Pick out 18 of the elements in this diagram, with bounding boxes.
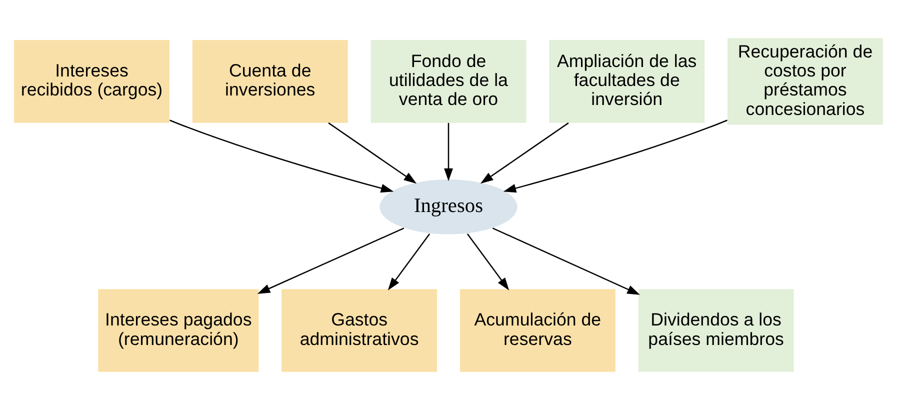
- arrow: [492, 228, 640, 295]
- arrow: [466, 233, 510, 290]
- arrow: [328, 122, 417, 184]
- node-box: Recuperación de costos por préstamos concesionarios: [728, 38, 883, 125]
- node-box: Intereses pagados (remuneración): [98, 289, 259, 372]
- node-box: Intereses recibidos (cargos): [14, 40, 170, 123]
- arrow: [170, 120, 394, 193]
- arrow: [503, 120, 728, 193]
- node-box: Dividendos a los países miembros: [638, 289, 794, 372]
- arrow: [257, 228, 404, 294]
- arrow: [480, 122, 569, 184]
- node-box: Acumulación de reservas: [460, 289, 616, 372]
- arrow: [444, 122, 453, 182]
- node-box: Gastos administrativos: [282, 289, 438, 372]
- node-box: Cuenta de inversiones: [192, 40, 348, 123]
- node-box: Ampliación de las facultades de inversión: [549, 40, 705, 123]
- arrow: [388, 233, 430, 290]
- node-box: Fondo de utilidades de la venta de oro: [370, 40, 526, 123]
